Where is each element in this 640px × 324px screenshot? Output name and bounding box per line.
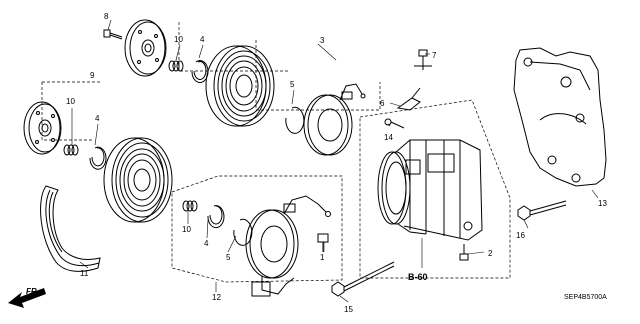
callout-6: 6 xyxy=(380,99,385,108)
callout-4-left: 4 xyxy=(95,114,100,123)
callout-14: 14 xyxy=(384,133,393,142)
pulley-left xyxy=(103,137,173,223)
pressure-plate-top xyxy=(124,19,167,77)
clamp-6 xyxy=(396,87,421,111)
direction-label: FR. xyxy=(26,287,39,296)
bracket-13 xyxy=(513,47,607,187)
callout-10-left: 10 xyxy=(66,97,75,106)
callout-13: 13 xyxy=(598,199,607,208)
callout-2: 2 xyxy=(488,249,493,258)
callout-5-bottom: 5 xyxy=(226,253,231,262)
group-box-9 xyxy=(41,81,100,141)
callout-1: 1 xyxy=(320,253,325,262)
callout-labels: 8 10 4 3 5 9 10 4 7 6 14 13 16 2 1 10 4 … xyxy=(66,12,607,314)
callout-10-bottom: 10 xyxy=(182,225,191,234)
thermal-switch-1 xyxy=(317,233,329,252)
bolt-14 xyxy=(384,118,405,129)
shims-10-left xyxy=(63,144,79,156)
bolt-16 xyxy=(517,200,567,221)
shims-10-top xyxy=(168,60,184,72)
group-box-compressor xyxy=(359,99,511,279)
snap-ring-4-top xyxy=(191,60,209,84)
snap-ring-4-left xyxy=(89,146,107,170)
callout-10-top: 10 xyxy=(174,35,183,44)
callout-4-top: 4 xyxy=(200,35,205,44)
leader-lines xyxy=(71,19,599,303)
group-box-3 xyxy=(178,22,381,111)
callout-4-bottom: 4 xyxy=(204,239,209,248)
callout-3: 3 xyxy=(320,36,325,45)
pulley-top xyxy=(205,45,275,127)
callout-8: 8 xyxy=(104,12,109,21)
part-code: SEP4B5700A xyxy=(564,294,607,301)
snap-ring-5-top xyxy=(285,106,305,134)
drive-belt xyxy=(40,185,101,272)
shims-10-bottom xyxy=(182,200,198,212)
pressure-plate-left xyxy=(23,101,62,155)
callout-7: 7 xyxy=(432,51,437,60)
field-coil-top xyxy=(303,83,366,156)
snap-ring-4-bottom xyxy=(207,205,225,229)
compressor-body xyxy=(377,139,483,241)
front-direction-arrow xyxy=(8,288,46,308)
callout-9: 9 xyxy=(90,71,95,80)
field-coil-bottom xyxy=(245,195,331,297)
callout-5-top: 5 xyxy=(290,80,295,89)
callout-15: 15 xyxy=(344,305,353,314)
snap-ring-5-bottom xyxy=(233,218,253,246)
reference-b60: B-60 xyxy=(408,272,428,282)
bolt-2 xyxy=(459,244,469,261)
bolt-15 xyxy=(331,261,395,297)
callout-16: 16 xyxy=(516,231,525,240)
group-box-12 xyxy=(171,175,343,283)
callout-11: 11 xyxy=(80,269,89,278)
bolt-7 xyxy=(414,49,432,70)
callout-12: 12 xyxy=(212,293,221,302)
bolt-8 xyxy=(103,29,123,40)
